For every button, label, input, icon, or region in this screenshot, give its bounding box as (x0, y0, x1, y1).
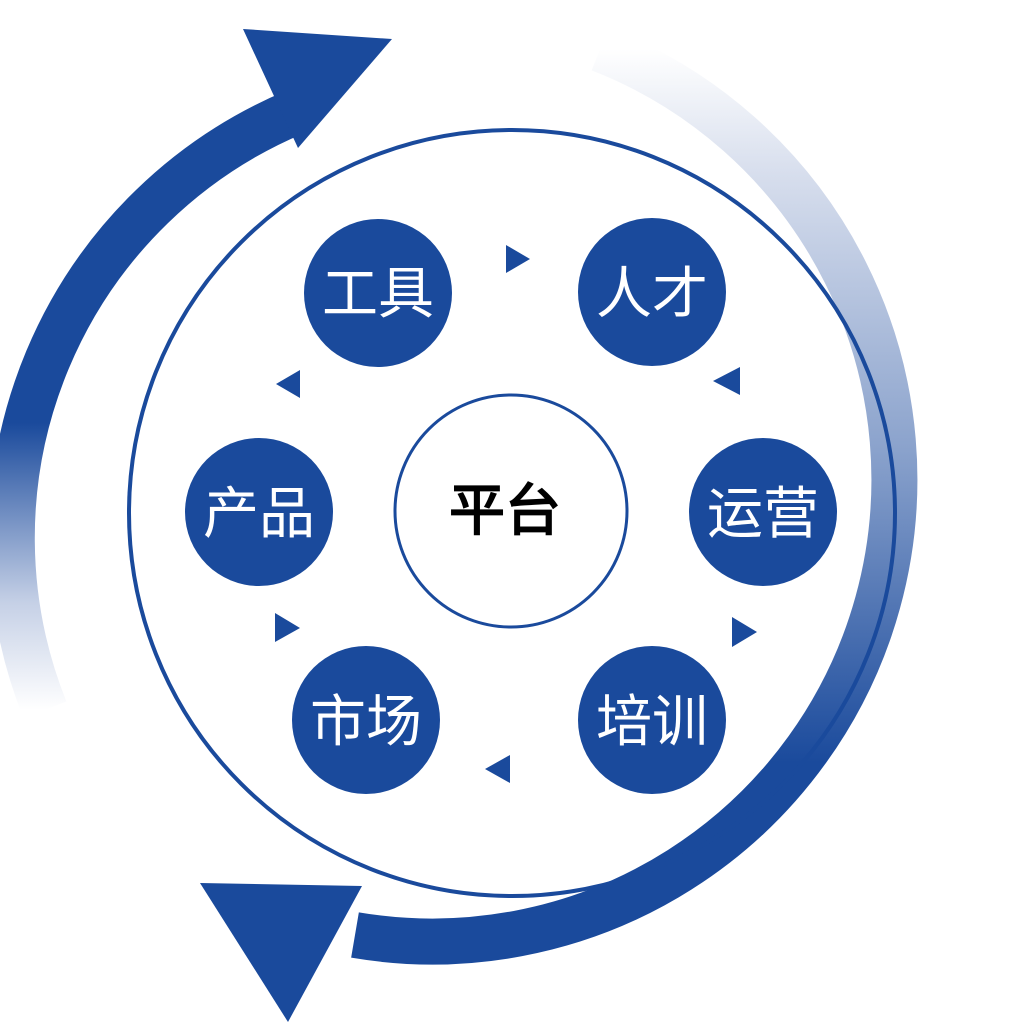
node-operations-label: 运营 (707, 482, 819, 547)
node-talent-label: 人才 (596, 262, 708, 327)
node-tools: 工具 (304, 219, 452, 367)
node-talent: 人才 (578, 218, 726, 366)
node-market: 市场 (292, 646, 440, 794)
node-product-label: 产品 (203, 482, 315, 547)
triangle-training-to-market (485, 755, 510, 783)
direction-markers (275, 245, 757, 783)
outer-ring (127, 128, 897, 898)
outer-cycle-arrows (0, 27, 918, 1022)
node-product-circle (185, 438, 333, 586)
bottom-arrow-head (200, 883, 362, 1022)
node-tools-circle (304, 219, 452, 367)
node-training-label: 培训 (596, 690, 708, 755)
center-circle (393, 393, 629, 629)
node-operations: 运营 (689, 438, 837, 586)
node-operations-circle (689, 438, 837, 586)
node-talent-circle (578, 218, 726, 366)
triangle-operations-to-training (732, 617, 757, 647)
node-tools-label: 工具 (322, 262, 434, 327)
node-market-label: 市场 (310, 690, 422, 755)
node-product: 产品 (185, 438, 333, 586)
node-training: 培训 (578, 646, 726, 794)
center-node: 平台 (393, 393, 629, 629)
node-training-circle (578, 646, 726, 794)
left-arc-band (0, 90, 304, 719)
top-arrow-head (243, 29, 392, 148)
right-arc-band (351, 27, 918, 965)
triangle-tools-to-talent (506, 245, 530, 273)
triangle-product-to-tools (276, 370, 300, 398)
node-market-circle (292, 646, 440, 794)
triangle-market-to-product (275, 613, 300, 642)
center-label: 平台 (449, 479, 561, 544)
triangle-talent-to-operations (713, 367, 740, 395)
